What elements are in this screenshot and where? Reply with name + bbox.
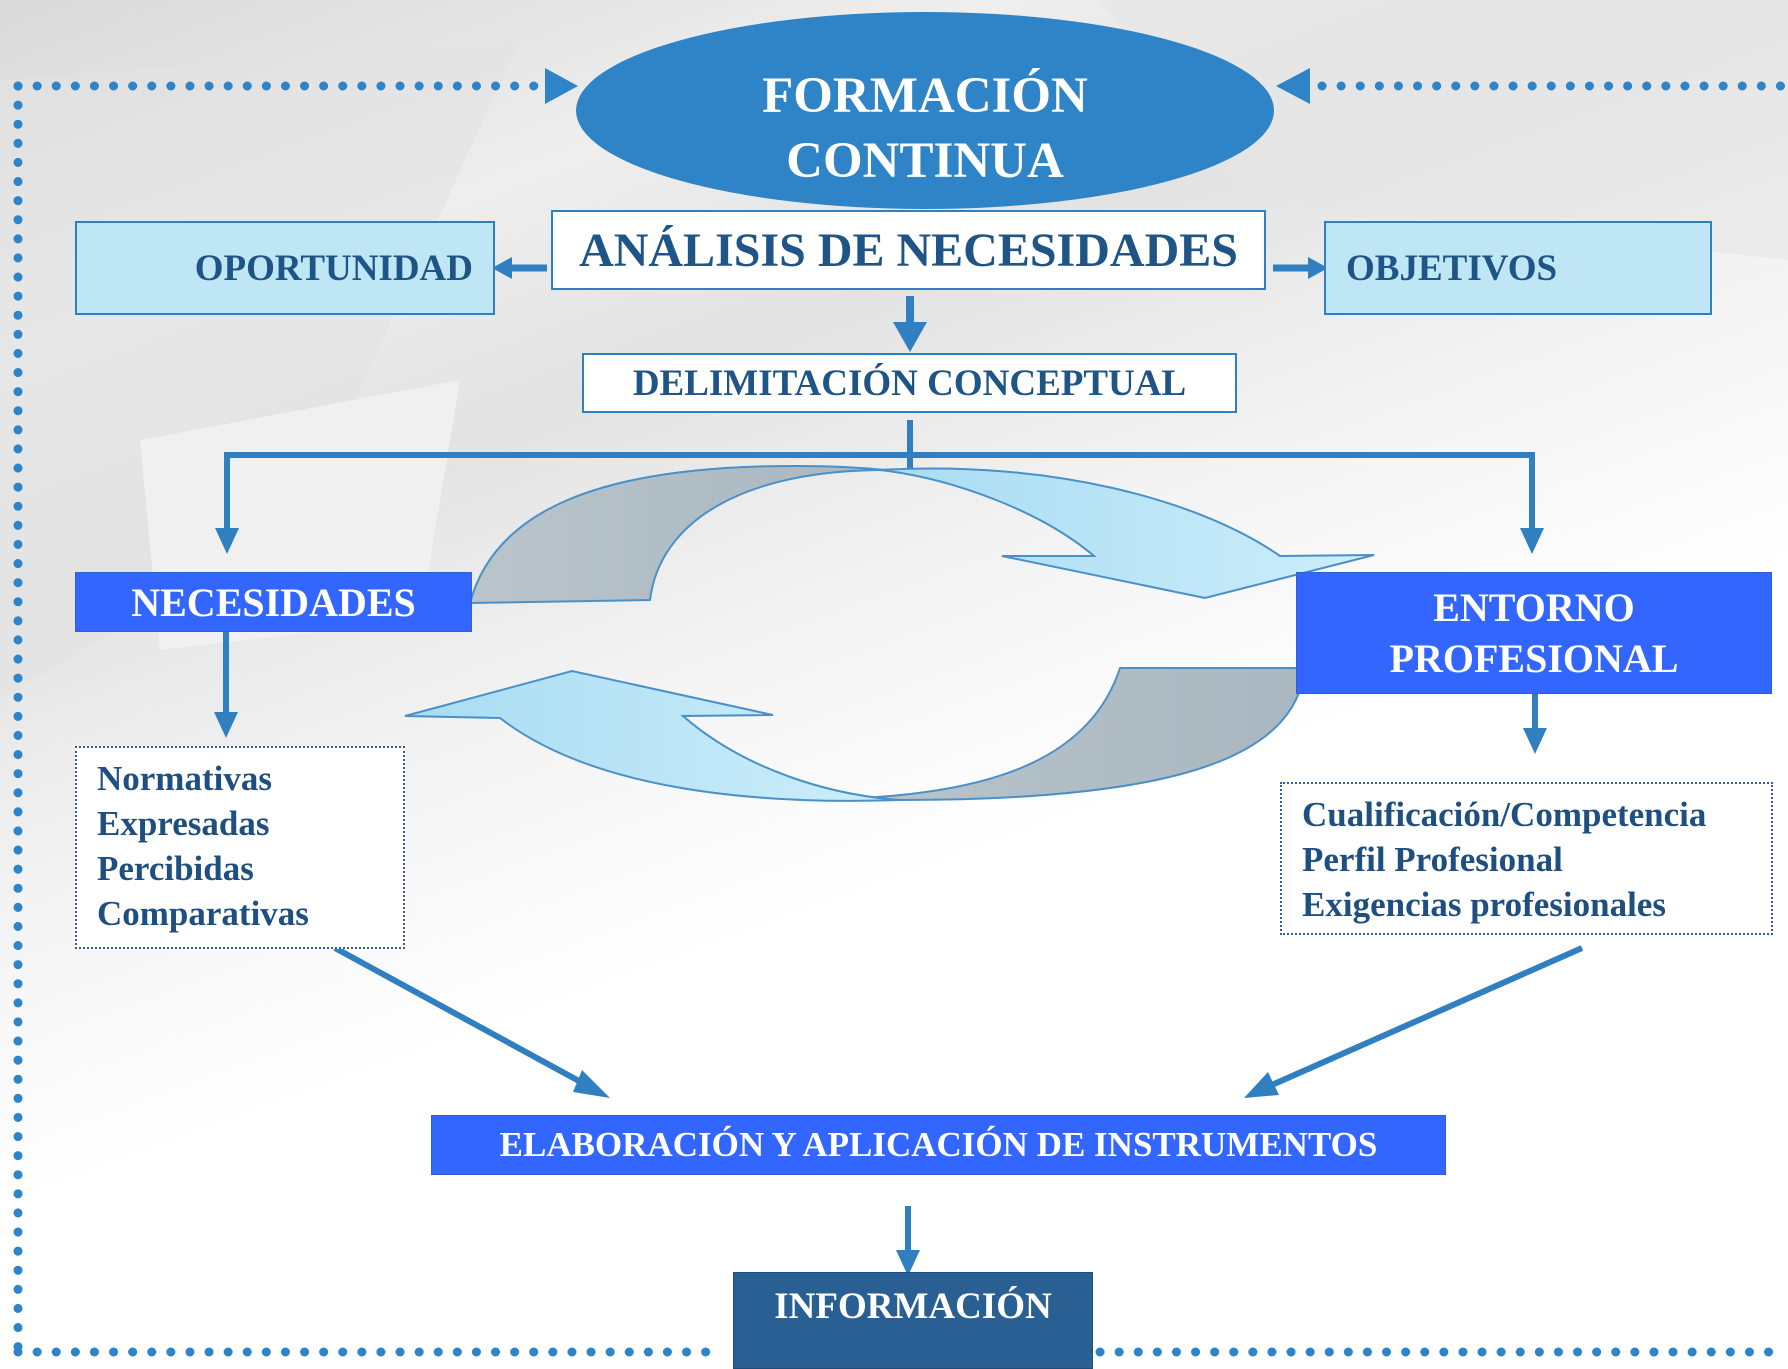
information-label: INFORMACIÓN <box>774 1286 1052 1327</box>
formacion-line: FORMACIÓN <box>762 68 1088 124</box>
entorno-line1: ENTORNO <box>1433 585 1635 630</box>
list-item: Exigencias profesionales <box>1302 885 1666 924</box>
environment-list: Cualificación/Competencia Perfil Profesi… <box>1280 782 1773 935</box>
list-item: Comparativas <box>97 894 309 933</box>
entorno-box: ENTORNO PROFESIONAL <box>1296 572 1772 694</box>
cycle-arrow-bottom-light <box>404 669 901 802</box>
dotted-frame <box>13 81 1787 1357</box>
analysis-box: ANÁLISIS DE NECESIDADES <box>551 210 1266 290</box>
analysis-label: ANÁLISIS DE NECESIDADES <box>579 223 1238 277</box>
objetivos-box: OBJETIVOS <box>1324 221 1712 315</box>
continua-line: CONTINUA <box>786 133 1064 189</box>
frame-arrow-right <box>1276 68 1310 104</box>
delimitation-label: DELIMITACIÓN CONCEPTUAL <box>632 362 1187 404</box>
cycle-arrow-top-gray <box>468 464 886 605</box>
formacion-continua-ellipse <box>576 12 1274 209</box>
list-item: Perfil Profesional <box>1302 840 1563 879</box>
frame-arrow-left <box>545 68 578 104</box>
entorno-line2: PROFESIONAL <box>1389 636 1679 681</box>
oportunidad-box: OPORTUNIDAD <box>75 221 495 315</box>
list-item: Cualificación/Competencia <box>1302 795 1707 834</box>
cycle-arrow-top-light <box>879 467 1375 600</box>
list-item: Expresadas <box>97 804 270 843</box>
elaboration-label: ELABORACIÓN Y APLICACIÓN DE INSTRUMENTOS <box>499 1125 1378 1164</box>
oportunidad-label: OPORTUNIDAD <box>194 247 473 289</box>
delimitation-box: DELIMITACIÓN CONCEPTUAL <box>582 353 1237 413</box>
needs-list: Normativas Expresadas Percibidas Compara… <box>75 746 405 949</box>
necesidades-label: NECESIDADES <box>131 579 416 625</box>
list-item: Percibidas <box>97 849 254 888</box>
list-item: Normativas <box>97 759 272 798</box>
information-box: INFORMACIÓN <box>733 1272 1093 1369</box>
objetivos-label: OBJETIVOS <box>1346 247 1558 289</box>
cycle-arrow-bottom-gray <box>834 667 1307 802</box>
formacion-continua-label: FORMACIÓN CONTINUA <box>576 64 1274 194</box>
necesidades-box: NECESIDADES <box>75 572 472 632</box>
elaboration-box: ELABORACIÓN Y APLICACIÓN DE INSTRUMENTOS <box>431 1115 1446 1175</box>
